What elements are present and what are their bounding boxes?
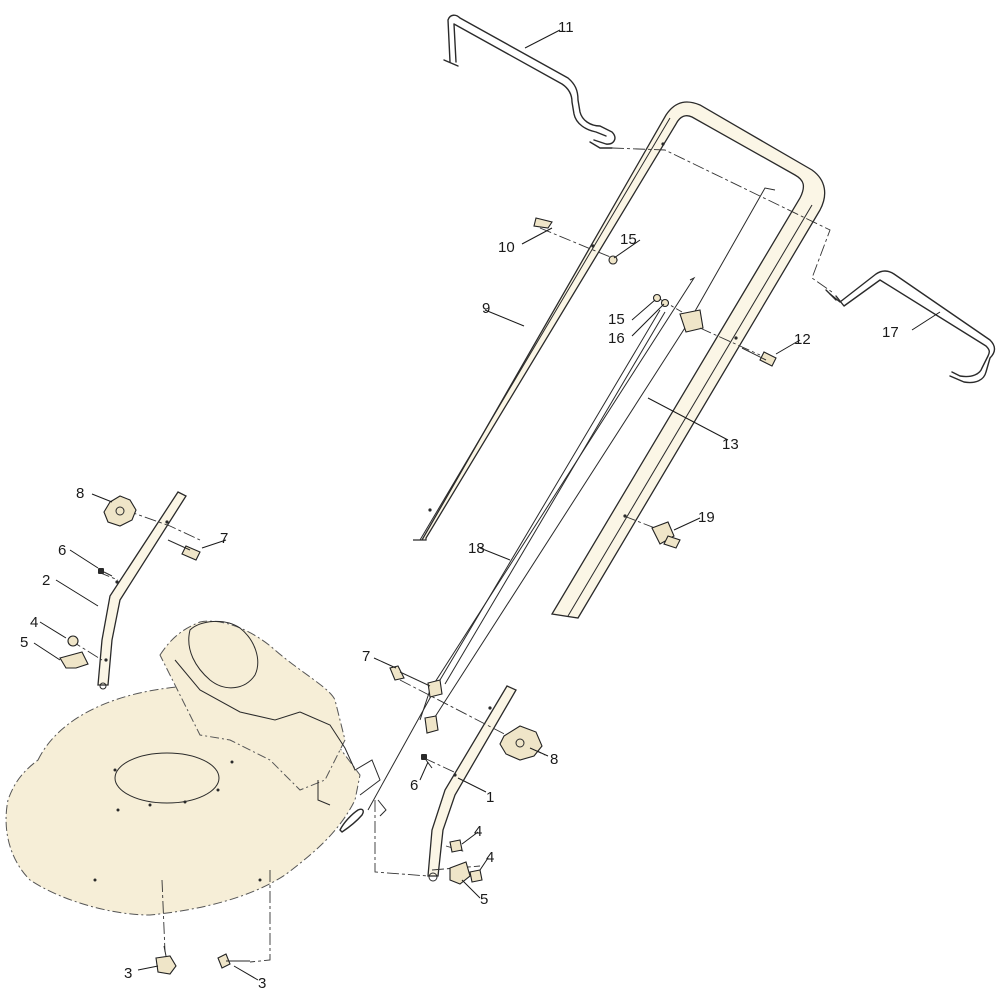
callout-labels: 11 10 15 9 15 16 12 17 13 8 7 19 6 18 2 … xyxy=(20,19,899,992)
knob-right xyxy=(499,725,543,761)
cable-guide-19 xyxy=(651,521,681,549)
callout-6-left: 6 xyxy=(58,542,66,559)
leader-lines xyxy=(33,29,941,981)
cable-clamp xyxy=(679,309,704,333)
deck-bolt-holes xyxy=(93,760,262,882)
callout-4-right-upper: 4 xyxy=(474,823,482,840)
lower-handle-right xyxy=(427,685,517,882)
callout-16: 16 xyxy=(608,330,625,347)
mower-deck xyxy=(5,620,381,916)
callout-19: 19 xyxy=(698,509,715,526)
callout-3-right: 3 xyxy=(258,975,266,992)
upper-handle xyxy=(413,101,826,619)
bolt-right xyxy=(389,665,431,687)
callout-13: 13 xyxy=(722,436,739,453)
washer-4-right-a xyxy=(449,839,463,853)
screw-6-right xyxy=(421,754,433,769)
nut-15a xyxy=(608,255,618,265)
engine-housing xyxy=(188,621,259,689)
callout-9: 9 xyxy=(482,300,490,317)
clip-5-right xyxy=(449,861,471,885)
callout-5-left: 5 xyxy=(20,634,28,651)
bolt-left xyxy=(167,539,201,561)
control-cable xyxy=(419,187,776,721)
callout-5-right: 5 xyxy=(480,891,488,908)
callout-12: 12 xyxy=(794,331,811,348)
drive-cable xyxy=(339,309,666,833)
callout-4-right-lower: 4 xyxy=(486,849,494,866)
bail-lower xyxy=(825,270,996,384)
callout-6-right: 6 xyxy=(410,777,418,794)
hardware xyxy=(59,217,777,975)
callout-18: 18 xyxy=(468,540,485,557)
bolt-3-left xyxy=(155,945,177,975)
washer-4-left xyxy=(67,635,79,647)
callout-15-washer: 15 xyxy=(608,311,625,328)
callout-3-left: 3 xyxy=(124,965,132,982)
knob-left xyxy=(103,495,137,527)
callout-11: 11 xyxy=(558,19,574,36)
callout-15: 15 xyxy=(620,231,637,248)
cable-spring xyxy=(339,808,364,833)
bolt-3-right xyxy=(217,953,250,969)
lower-handle-left xyxy=(97,491,187,690)
callout-7-right: 7 xyxy=(362,648,370,665)
screw-6-left xyxy=(98,568,113,577)
callout-10: 10 xyxy=(498,239,515,256)
washer-4-right-b xyxy=(469,869,483,883)
callout-17: 17 xyxy=(882,324,899,341)
callout-2: 2 xyxy=(42,572,50,589)
bail-upper xyxy=(443,14,616,149)
callout-1: 1 xyxy=(486,789,494,806)
nut-15b xyxy=(652,293,670,308)
clip-5-left xyxy=(59,651,89,669)
callout-8-left: 8 xyxy=(76,485,84,502)
callout-4-left: 4 xyxy=(30,614,38,631)
bolt-12 xyxy=(741,347,777,367)
deck-spindle-plate xyxy=(114,752,220,804)
clip-10 xyxy=(533,217,553,229)
callout-7-left: 7 xyxy=(220,530,228,547)
callout-8-right: 8 xyxy=(550,751,558,768)
